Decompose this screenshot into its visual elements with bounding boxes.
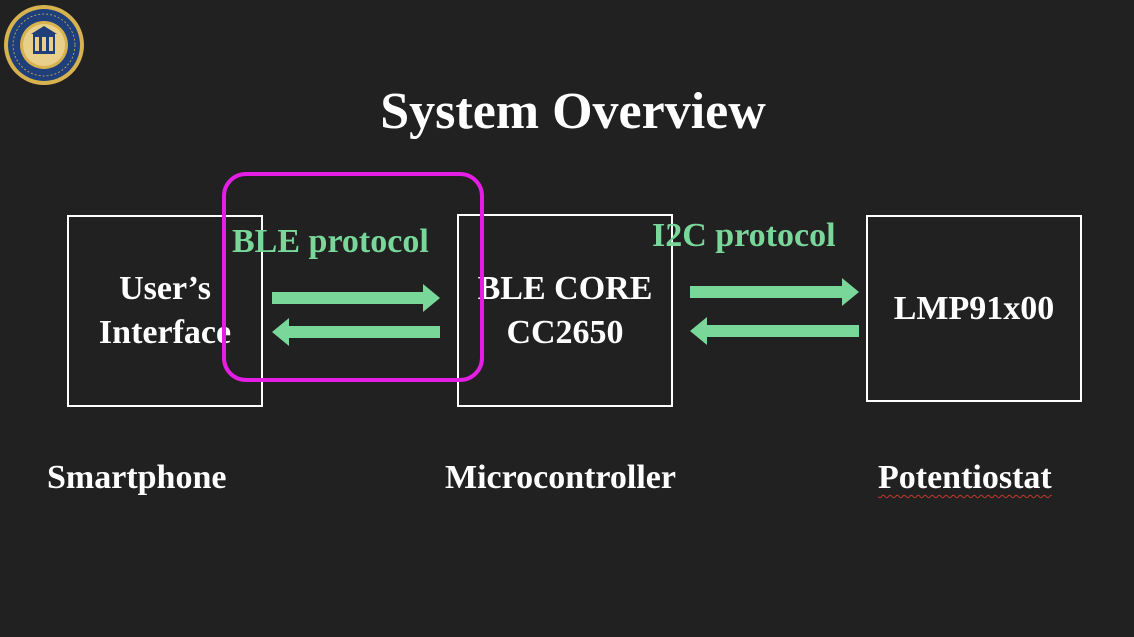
ble-core-label-line-2: CC2650 bbox=[506, 313, 624, 351]
user-interface-label-line-2: Interface bbox=[98, 314, 232, 351]
lmp91x00-label: LMP91x00 bbox=[893, 289, 1055, 327]
user-interface-box: User’s Interface bbox=[67, 215, 263, 407]
university-seal-icon bbox=[4, 5, 84, 85]
user-interface-label-line-1: User’s bbox=[119, 270, 211, 307]
i2c-link-arrows bbox=[690, 278, 859, 345]
arrow-right-icon bbox=[690, 278, 859, 306]
i2c-protocol-label: I2C protocol bbox=[652, 217, 836, 254]
microcontroller-caption: Microcontroller bbox=[445, 459, 676, 496]
potentiostat-caption: Potentiostat bbox=[878, 459, 1052, 496]
lmp91x00-box: LMP91x00 bbox=[866, 215, 1082, 402]
ble-highlight-outline bbox=[222, 172, 484, 382]
ble-core-box: BLE CORE CC2650 bbox=[457, 214, 673, 407]
ble-protocol-label: BLE protocol bbox=[232, 223, 429, 260]
slide-title: System Overview bbox=[380, 83, 766, 140]
arrow-left-icon bbox=[690, 317, 859, 345]
ble-core-label-line-1: BLE CORE bbox=[477, 269, 653, 307]
smartphone-caption: Smartphone bbox=[47, 459, 227, 496]
